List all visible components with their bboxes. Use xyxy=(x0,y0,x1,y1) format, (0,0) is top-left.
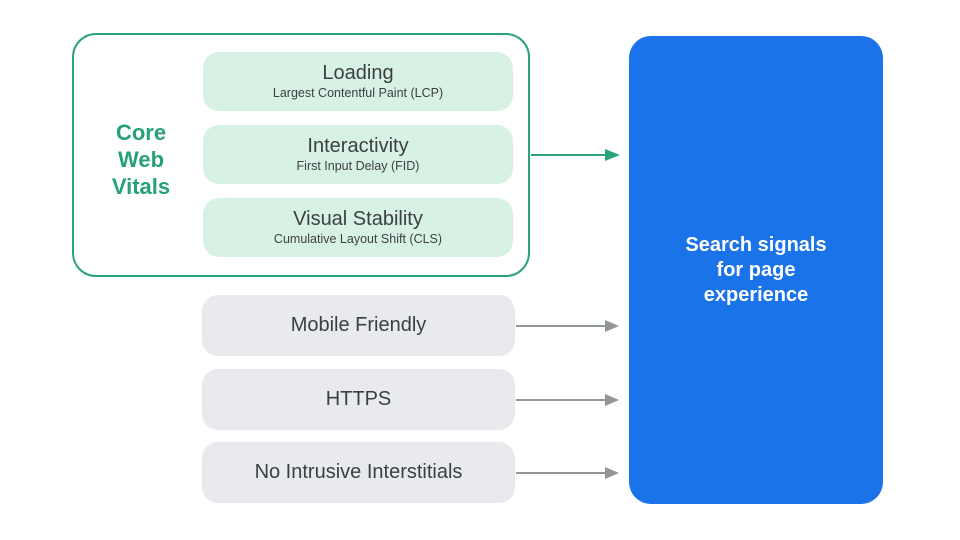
vital-box-loading: Loading Largest Contentful Paint (LCP) xyxy=(203,52,513,111)
vital-title-interactivity: Interactivity xyxy=(307,135,409,157)
core-web-vitals-label: Core Web Vitals xyxy=(111,120,171,199)
signal-label-no-intrusive-interstitials: No Intrusive Interstitials xyxy=(254,461,463,483)
signal-label-https: HTTPS xyxy=(325,388,392,410)
vital-box-visual-stability: Visual Stability Cumulative Layout Shift… xyxy=(203,198,513,257)
signal-label-mobile-friendly: Mobile Friendly xyxy=(290,314,427,336)
arrow-shaft xyxy=(516,472,605,474)
vital-title-visual-stability: Visual Stability xyxy=(293,208,423,230)
signal-box-https: HTTPS xyxy=(202,369,515,430)
arrow-shaft xyxy=(531,153,605,157)
search-signals-result-box: Search signals for page experience xyxy=(629,36,883,504)
no-intrusive-interstitials-arrow xyxy=(516,466,619,480)
signal-box-mobile-friendly: Mobile Friendly xyxy=(202,295,515,356)
arrow-head-icon xyxy=(605,320,619,332)
vital-subtitle-fid: First Input Delay (FID) xyxy=(296,159,420,173)
vital-subtitle-lcp: Largest Contentful Paint (LCP) xyxy=(272,86,444,100)
signal-box-no-intrusive-interstitials: No Intrusive Interstitials xyxy=(202,442,515,503)
mobile-friendly-arrow xyxy=(516,319,619,333)
search-signals-label: Search signals for page experience xyxy=(685,233,827,306)
arrow-head-icon xyxy=(605,467,619,479)
arrow-shaft xyxy=(516,325,605,327)
vital-box-interactivity: Interactivity First Input Delay (FID) xyxy=(203,125,513,184)
arrow-head-icon xyxy=(605,394,619,406)
arrow-head-icon xyxy=(605,149,620,161)
arrow-shaft xyxy=(516,399,605,401)
https-arrow xyxy=(516,393,619,407)
vital-title-loading: Loading xyxy=(322,62,394,84)
core-web-vitals-arrow xyxy=(531,148,620,162)
vital-subtitle-cls: Cumulative Layout Shift (CLS) xyxy=(273,232,443,246)
